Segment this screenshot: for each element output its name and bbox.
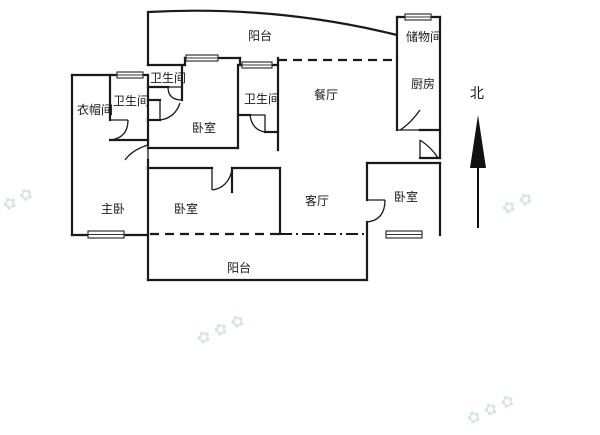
window-right-bath	[241, 61, 273, 69]
label-storage: 储物间	[406, 29, 442, 44]
windows	[87, 13, 432, 239]
label-bedroom-center: 卧室	[174, 201, 198, 216]
window-right-bedroom	[385, 230, 423, 239]
label-master-bedroom: 主卧	[101, 202, 125, 216]
room-labels: 阳台 储物间 卫生间 卫生间 卫生间 餐厅 厨房 衣帽间 卧室 主卧 卧室 客厅…	[77, 28, 442, 275]
north-arrow-icon	[470, 115, 486, 228]
label-balcony-south: 阳台	[227, 260, 251, 275]
north-label: 北	[470, 86, 484, 102]
label-bath-right: 卫生间	[244, 92, 280, 106]
doors	[109, 86, 439, 223]
window-closet	[116, 71, 144, 79]
svg-text:✿ ✿ ✿: ✿ ✿ ✿	[0, 183, 36, 223]
compass: 北	[470, 86, 486, 228]
label-bedroom-upper: 卧室	[192, 120, 216, 135]
svg-text:✿ ✿: ✿ ✿	[499, 188, 536, 219]
label-bath-small: 卫生间	[150, 71, 186, 85]
window-master	[87, 230, 125, 239]
watermark: ✿ ✿ ✿ ✿ ✿ ✿ ✿ ✿ ✿ ✿ ✿	[0, 183, 536, 429]
label-dining: 餐厅	[314, 87, 338, 102]
window-storage	[404, 13, 432, 21]
label-kitchen: 厨房	[411, 76, 435, 91]
svg-text:✿ ✿ ✿: ✿ ✿ ✿	[194, 310, 248, 349]
svg-text:✿ ✿ ✿: ✿ ✿ ✿	[464, 390, 518, 429]
label-bath-left: 卫生间	[113, 94, 149, 108]
label-living: 客厅	[305, 193, 329, 208]
window-upper-bedroom	[185, 54, 219, 62]
walls	[70, 9, 442, 282]
label-balcony-north: 阳台	[248, 28, 272, 43]
open-boundaries	[150, 58, 397, 236]
label-closet: 衣帽间	[77, 102, 113, 117]
label-bedroom-right: 卧室	[394, 189, 418, 204]
